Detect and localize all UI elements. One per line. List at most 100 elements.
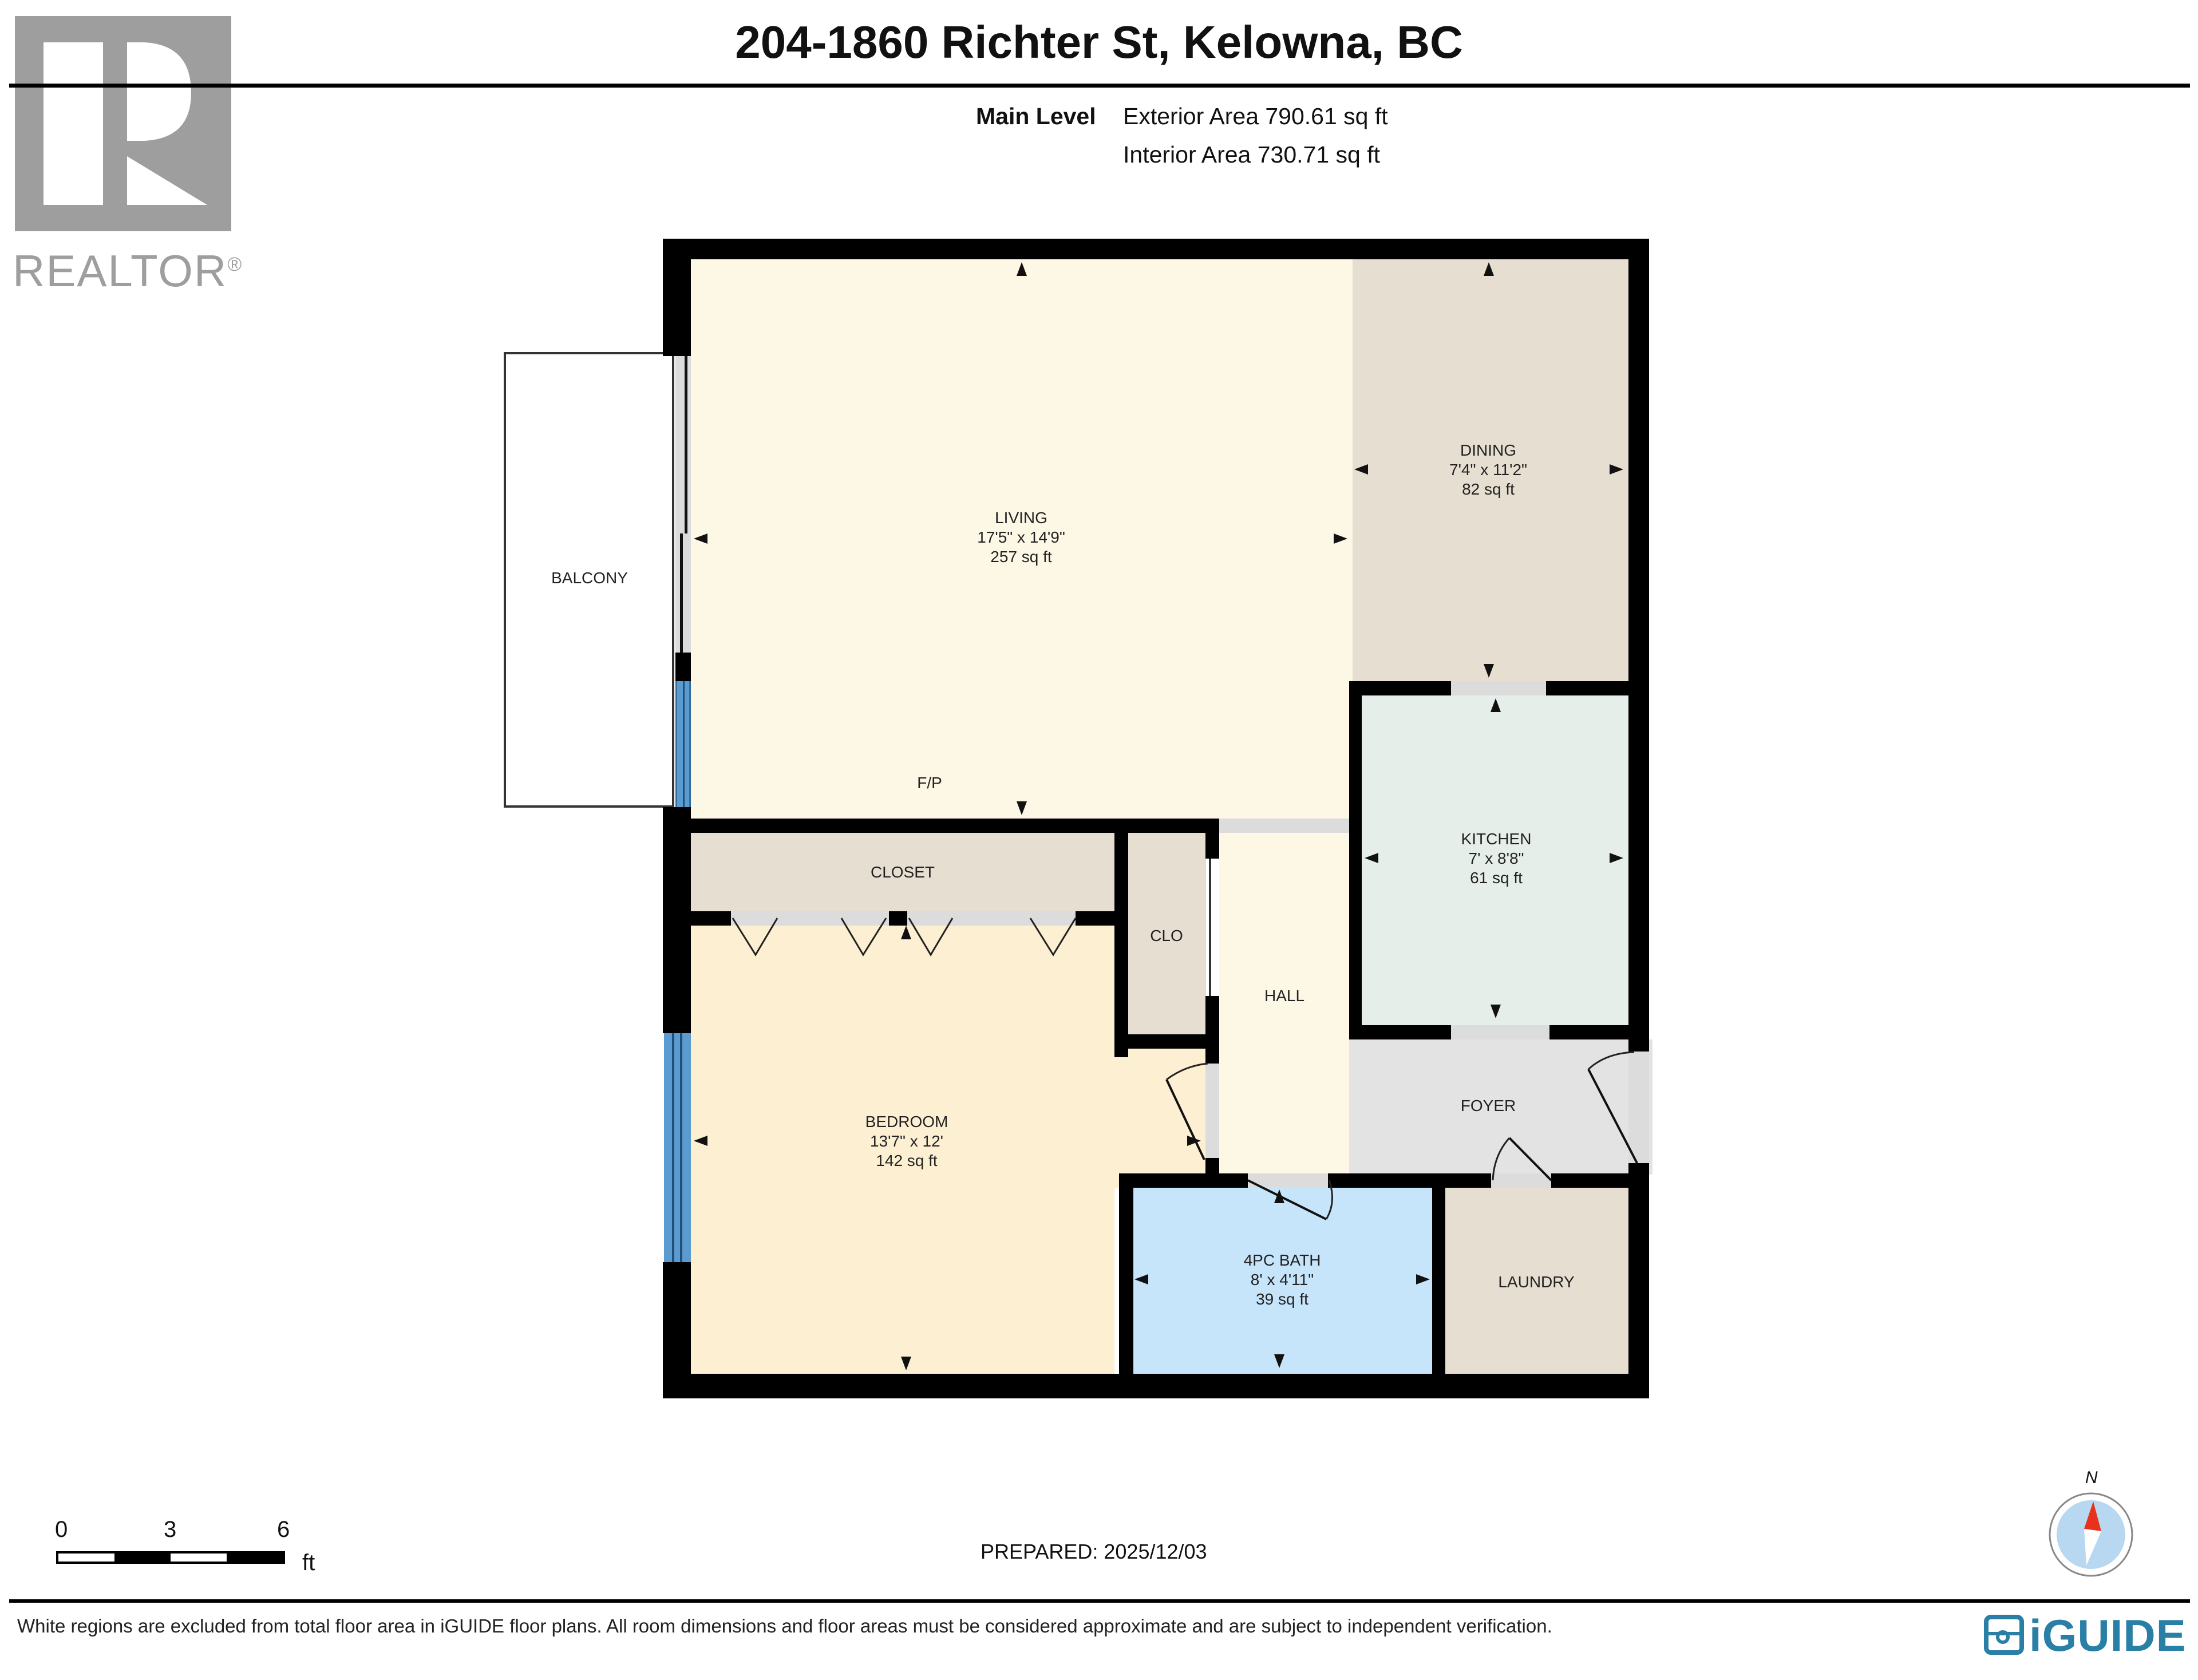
label-balcony: BALCONY xyxy=(551,569,628,587)
label-clo: CLO xyxy=(1150,927,1183,944)
kitchen-arrow-right xyxy=(1610,853,1623,863)
wall-closet-right xyxy=(1114,833,1128,1057)
level-label: Main Level xyxy=(976,103,1096,129)
dining-arrow-right xyxy=(1610,464,1623,475)
wall-exterior-left-top xyxy=(663,239,691,356)
room-laundry xyxy=(1445,1188,1628,1374)
wall-exterior-right-lower xyxy=(1628,1163,1649,1398)
sliding-door-panel-a xyxy=(685,356,687,533)
label-kitchen: KITCHEN 7' x 8'8" 61 sq ft xyxy=(1461,830,1532,887)
room-foyer xyxy=(1349,1039,1653,1175)
label-fireplace: F/P xyxy=(917,774,942,792)
scale-unit: ft xyxy=(302,1550,315,1575)
opening-hall-living xyxy=(1219,819,1349,833)
opening-balcony-slider xyxy=(675,356,691,653)
label-laundry: LAUNDRY xyxy=(1498,1273,1575,1291)
living-arrow-left xyxy=(694,533,707,544)
wall-clo-right-top xyxy=(1205,819,1219,859)
iguide-camera-icon xyxy=(1984,1615,2024,1655)
living-arrow-bottom xyxy=(1017,801,1027,815)
wall-closet-bottom-left xyxy=(691,911,731,926)
room-kitchen xyxy=(1362,695,1628,1025)
wall-exterior-right-upper xyxy=(1628,239,1649,1052)
kitchen-arrow-top xyxy=(1491,698,1501,712)
wall-kitchen-left xyxy=(1349,681,1362,1039)
room-hall xyxy=(1219,833,1349,1174)
kitchen-arrow-bottom xyxy=(1491,1005,1501,1018)
wall-bath-top-left xyxy=(1119,1173,1248,1188)
wall-bath-laundry xyxy=(1432,1173,1445,1374)
prepared-date: PREPARED: 2025/12/03 xyxy=(981,1540,1207,1563)
scale-bar: 0 3 6 ft xyxy=(55,1517,330,1586)
wall-exterior-bottom xyxy=(663,1374,1649,1398)
wall-exterior-top xyxy=(663,239,1649,259)
scale-bar-graphic xyxy=(56,1551,285,1564)
footer-disclaimer: White regions are excluded from total fl… xyxy=(17,1615,1552,1636)
wall-laundry-top-right xyxy=(1551,1173,1628,1188)
footer-divider xyxy=(9,1599,2190,1603)
bedroom-arrow-bottom xyxy=(901,1357,911,1370)
wall-closet-bottom-mid xyxy=(889,911,907,926)
wall-kitchen-top-right xyxy=(1546,681,1628,695)
sliding-door-panel-b xyxy=(680,533,683,653)
opening-bedroom-door xyxy=(1205,1064,1219,1158)
bath-arrow-left xyxy=(1134,1274,1148,1284)
opening-dining-kitchen xyxy=(1451,681,1546,695)
closet-bifold-doors xyxy=(732,918,1077,956)
opening-entry-door xyxy=(1628,1052,1649,1163)
realtor-wordmark: REALTOR® xyxy=(13,246,243,296)
bath-arrow-right xyxy=(1416,1274,1430,1284)
iguide-logo: iGUIDE xyxy=(1983,1610,2195,1661)
label-bath: 4PC BATH 8' x 4'11" 39 sq ft xyxy=(1243,1251,1321,1308)
room-closet xyxy=(691,833,1114,911)
compass: N xyxy=(2046,1468,2138,1583)
wall-kitchen-top-left xyxy=(1349,681,1451,695)
wall-exterior-left-mid xyxy=(675,653,691,681)
interior-area: Interior Area 730.71 sq ft xyxy=(1123,141,1380,168)
page-title: 204-1860 Richter St, Kelowna, BC xyxy=(735,17,1463,68)
wall-exterior-left-seg xyxy=(663,807,691,1033)
room-living xyxy=(691,259,1353,819)
realtor-logo: REALTOR® xyxy=(13,16,242,296)
bedroom-arrow-right xyxy=(1187,1136,1201,1146)
living-arrow-top xyxy=(1017,262,1027,276)
wall-closet-bottom-right xyxy=(1076,911,1114,926)
room-dining xyxy=(1353,259,1628,683)
bedroom-arrow-left xyxy=(694,1136,707,1146)
kitchen-arrow-left xyxy=(1365,853,1378,863)
room-bath xyxy=(1133,1188,1432,1374)
wall-clo-bottom xyxy=(1114,1034,1219,1049)
room-bedroom-nook xyxy=(1114,1049,1219,1188)
living-arrow-right xyxy=(1334,533,1347,544)
room-bedroom xyxy=(691,926,1114,1374)
room-clo xyxy=(1128,833,1206,1034)
iguide-wordmark: iGUIDE xyxy=(2029,1610,2187,1661)
opening-bath-door xyxy=(1248,1173,1328,1188)
wall-kitchen-bottom-right xyxy=(1549,1025,1628,1039)
dining-arrow-bottom xyxy=(1484,664,1494,678)
scale-tick-0: 0 xyxy=(55,1517,68,1542)
window-living xyxy=(675,681,691,807)
wall-bath-top-right xyxy=(1328,1173,1491,1188)
label-closet: CLOSET xyxy=(870,863,935,881)
window-bedroom xyxy=(664,1033,691,1262)
scale-tick-6: 6 xyxy=(277,1517,290,1542)
header-divider xyxy=(9,84,2190,88)
exterior-area: Exterior Area 790.61 sq ft xyxy=(1123,103,1388,129)
realtor-emblem-icon xyxy=(15,16,231,231)
clo-sliding-door xyxy=(1209,859,1211,996)
bedroom-arrow-top xyxy=(901,926,911,939)
scale-tick-3: 3 xyxy=(164,1517,177,1542)
label-bedroom: BEDROOM 13'7" x 12' 142 sq ft xyxy=(865,1113,948,1169)
label-dining: DINING 7'4" x 11'2" 82 sq ft xyxy=(1449,441,1527,498)
wall-kitchen-bottom-left xyxy=(1349,1025,1451,1039)
bath-arrow-top xyxy=(1274,1189,1284,1203)
label-living: LIVING 17'5" x 14'9" 257 sq ft xyxy=(977,509,1065,566)
opening-kitchen-foyer xyxy=(1451,1025,1549,1039)
wall-bath-left xyxy=(1119,1173,1133,1374)
balcony xyxy=(504,352,674,808)
dining-arrow-top xyxy=(1484,262,1494,276)
wall-living-bottom xyxy=(663,819,1219,833)
